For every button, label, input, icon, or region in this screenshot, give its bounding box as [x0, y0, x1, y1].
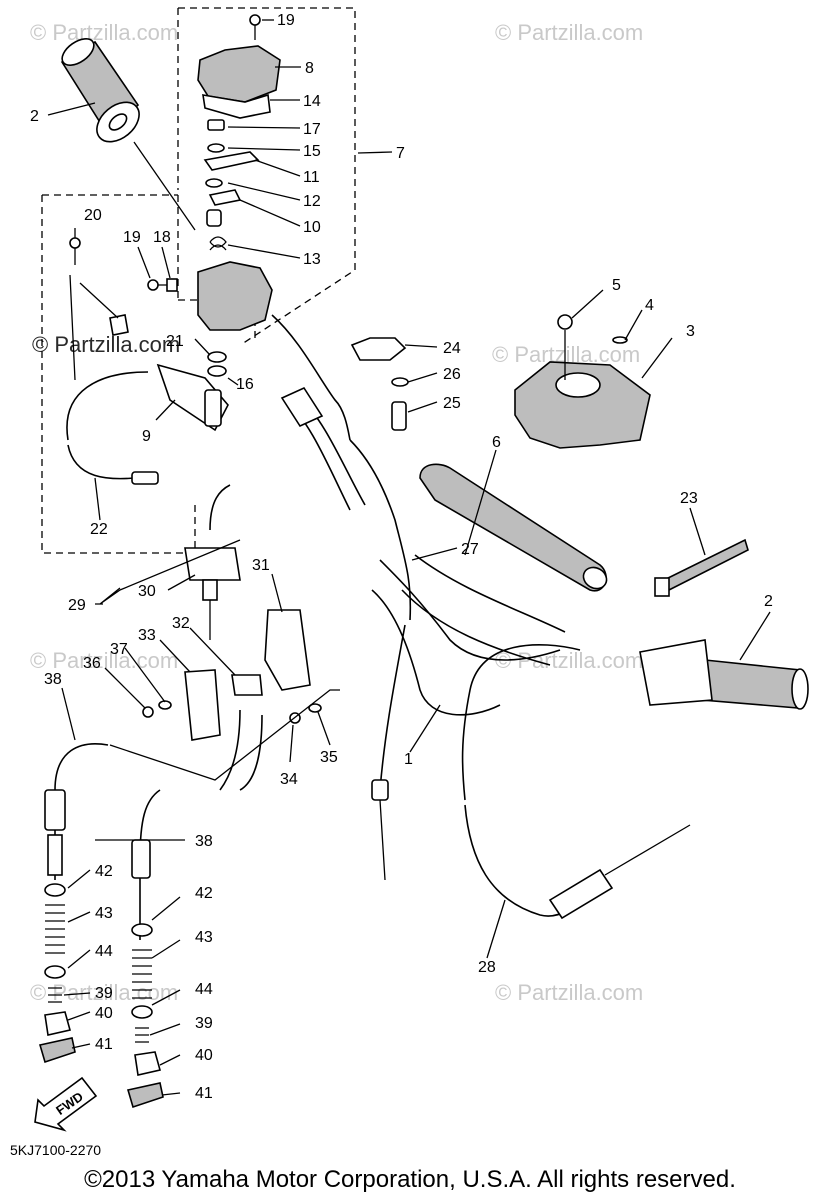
handlebar-pipe	[419, 463, 608, 592]
callout-15: 15	[303, 143, 321, 160]
callout-20: 20	[84, 207, 102, 224]
callout-17: 17	[303, 121, 321, 138]
callout-35: 35	[320, 749, 338, 766]
callout-32: 32	[172, 615, 190, 632]
callout-1: 1	[404, 751, 413, 768]
watermark-text: © Partzilla.com	[495, 648, 643, 673]
callout-16: 16	[236, 376, 254, 393]
callout-29: 29	[68, 597, 86, 614]
callout-12: 12	[303, 193, 321, 210]
copyright-notice: ©2013 Yamaha Motor Corporation, U.S.A. A…	[84, 1166, 736, 1193]
switch-wire	[66, 274, 159, 485]
callout-33: 33	[138, 627, 156, 644]
callout-22: 22	[90, 521, 108, 538]
callout-3: 3	[686, 323, 695, 340]
cable-tie	[654, 538, 749, 597]
brake-switch-parts	[142, 484, 322, 791]
watermark-text: © Partzilla.com	[495, 20, 643, 45]
diagram-code: 5KJ7100-2270	[10, 1142, 102, 1158]
callout-14: 14	[303, 93, 321, 110]
callout-13: 13	[303, 251, 321, 268]
lower-clamp-parts	[350, 337, 409, 431]
callout-19-top: 19	[277, 12, 295, 29]
throttle-cable	[271, 314, 412, 881]
handlebar	[280, 386, 566, 716]
watermark-text: © Partzilla.com	[30, 648, 178, 673]
callout-39-right: 39	[195, 1015, 213, 1032]
left-brake-cable	[38, 743, 109, 1064]
callout-34: 34	[280, 771, 298, 788]
fwd-arrow: FWD	[34, 1076, 98, 1132]
callout-10: 10	[303, 219, 321, 236]
callout-38-mid: 38	[195, 833, 213, 850]
callout-26: 26	[443, 366, 461, 383]
watermark-text: © Partzilla.com	[32, 332, 180, 357]
callout-42-left: 42	[95, 863, 113, 880]
left-grip	[60, 38, 140, 143]
callout-21: 21	[166, 333, 184, 350]
callout-42-right: 42	[195, 885, 213, 902]
callout-24: 24	[443, 340, 461, 357]
callout-38-top: 38	[44, 671, 62, 688]
throttle-group-box	[177, 7, 356, 345]
callout-39-left: 39	[95, 985, 113, 1002]
callout-36: 36	[83, 655, 101, 672]
callout-41-right: 41	[195, 1085, 213, 1102]
callout-7: 7	[396, 145, 405, 162]
right-brake-cable	[126, 789, 164, 1109]
callout-37: 37	[110, 641, 128, 658]
watermark-text: © Partzilla.com	[495, 980, 643, 1005]
callout-28: 28	[478, 959, 496, 976]
switch-group-box	[41, 194, 196, 554]
callout-40-right: 40	[195, 1047, 213, 1064]
callout-44-left: 44	[95, 943, 113, 960]
leader-lines	[47, 19, 771, 1096]
callout-numbers: 2 19 8 14 17 15 11 12 10 13 7 20 19 18 2…	[30, 12, 773, 1102]
watermarks: © Partzilla.com © Partzilla.com © Partzi…	[30, 20, 643, 1005]
callout-6: 6	[492, 434, 501, 451]
callout-31: 31	[252, 557, 270, 574]
callout-27: 27	[461, 541, 479, 558]
callout-19-left: 19	[123, 229, 141, 246]
throttle-housing-parts	[69, 14, 281, 432]
watermark-text: © Partzilla.com	[30, 20, 178, 45]
callout-25: 25	[443, 395, 461, 412]
callout-5: 5	[612, 277, 621, 294]
callout-30: 30	[138, 583, 156, 600]
handlebar-clamp	[514, 314, 651, 449]
callout-8: 8	[305, 60, 314, 77]
callout-11: 11	[303, 169, 320, 186]
right-grip	[639, 639, 809, 710]
callout-41-left: 41	[95, 1036, 113, 1053]
callout-43-left: 43	[95, 905, 113, 922]
callout-23: 23	[680, 490, 698, 507]
callout-40-left: 40	[95, 1005, 113, 1022]
clutch-cable	[461, 643, 691, 920]
callout-44-right: 44	[195, 981, 213, 998]
callout-18: 18	[153, 229, 171, 246]
callout-4: 4	[645, 297, 654, 314]
callout-2-left: 2	[30, 108, 39, 125]
callout-9: 9	[142, 428, 151, 445]
watermark-text: © Partzilla.com	[30, 980, 178, 1005]
callout-43-right: 43	[195, 929, 213, 946]
callout-2-right: 2	[764, 593, 773, 610]
